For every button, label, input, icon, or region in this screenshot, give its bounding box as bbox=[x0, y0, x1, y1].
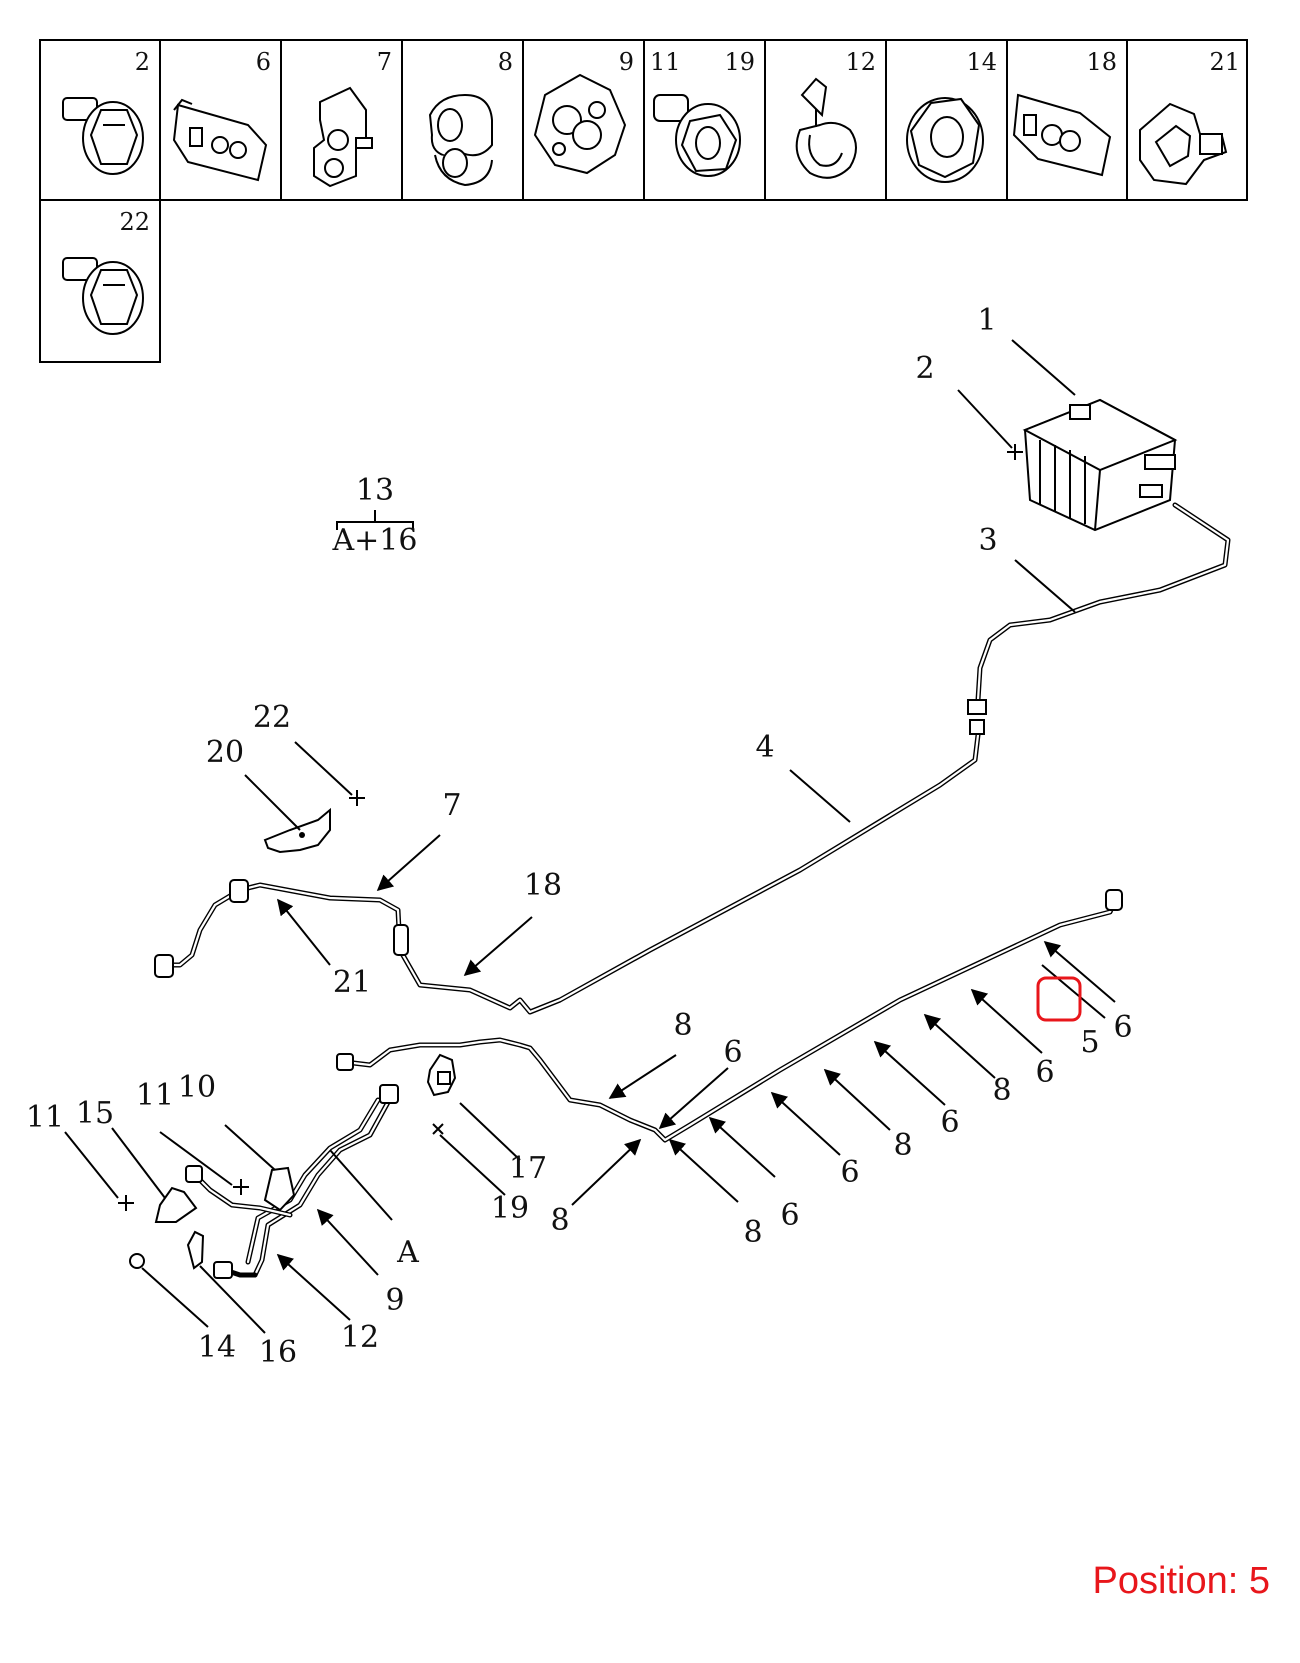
callout-15: 15 bbox=[76, 1096, 114, 1131]
vapor-line-4 bbox=[154, 699, 987, 1015]
double-clip-icon bbox=[428, 93, 493, 187]
callout-7: 7 bbox=[442, 788, 461, 823]
callout-10: 10 bbox=[178, 1070, 216, 1105]
vapor-line-3 bbox=[975, 502, 1231, 703]
cell-number-14: 14 bbox=[966, 48, 997, 76]
callout-22: 22 bbox=[253, 700, 291, 735]
fuel-line-5 bbox=[336, 889, 1123, 1143]
snap-clip-icon bbox=[795, 77, 857, 179]
sensor-16 bbox=[186, 1230, 205, 1270]
callout-1: 1 bbox=[977, 303, 996, 338]
charcoal-canister bbox=[1022, 398, 1178, 532]
cell-number-19: 19 bbox=[724, 48, 755, 76]
clip-17 bbox=[426, 1053, 457, 1097]
bracket-20 bbox=[263, 807, 331, 854]
parts-table-row2-frame bbox=[39, 199, 161, 363]
callout-4: 4 bbox=[755, 730, 774, 765]
callout-18: 18 bbox=[524, 868, 562, 903]
cell-number-22: 22 bbox=[119, 208, 150, 236]
cell-number-11: 11 bbox=[650, 48, 681, 76]
callout-6: 6 bbox=[723, 1035, 742, 1070]
callout-11: 11 bbox=[26, 1100, 64, 1135]
cell-number-21: 21 bbox=[1209, 48, 1240, 76]
callout-5: 5 bbox=[1080, 1025, 1099, 1060]
pipe-clamp-icon bbox=[313, 86, 373, 188]
callout-8: 8 bbox=[743, 1215, 762, 1250]
hex-nut-icon bbox=[906, 97, 984, 183]
callout-16: 16 bbox=[259, 1335, 297, 1370]
cell-number-8: 8 bbox=[498, 48, 513, 76]
multi-pipe-holder-icon bbox=[533, 73, 627, 175]
pipe-clip-icon bbox=[172, 98, 268, 182]
pipe-clip-icon bbox=[1012, 93, 1112, 177]
stud-bolt-icon bbox=[653, 94, 741, 177]
callout-20: 20 bbox=[206, 735, 244, 770]
cell-number-18: 18 bbox=[1086, 48, 1117, 76]
cell-number-9: 9 bbox=[619, 48, 634, 76]
bracket-15 bbox=[154, 1186, 198, 1223]
flange-bolt-icon bbox=[62, 97, 144, 175]
callout-21: 21 bbox=[333, 965, 371, 1000]
callout-8: 8 bbox=[992, 1073, 1011, 1108]
callout-3: 3 bbox=[978, 523, 997, 558]
cell-number-2: 2 bbox=[135, 48, 150, 76]
bracket-clip-icon bbox=[1139, 102, 1228, 186]
callout-17: 17 bbox=[509, 1151, 547, 1186]
callout-6: 6 bbox=[940, 1105, 959, 1140]
callout-19: 19 bbox=[491, 1191, 529, 1226]
callout-12: 12 bbox=[341, 1320, 379, 1355]
callout-11: 11 bbox=[136, 1078, 174, 1113]
callout-8: 8 bbox=[550, 1203, 569, 1238]
callout-14: 14 bbox=[198, 1330, 236, 1365]
callout-6: 6 bbox=[840, 1155, 859, 1190]
position-label: Position: 5 bbox=[1092, 1560, 1270, 1602]
cell-number-12: 12 bbox=[845, 48, 876, 76]
nut-14 bbox=[129, 1253, 145, 1269]
cell-number-7: 7 bbox=[377, 48, 392, 76]
group-label-13: 13 A+16 bbox=[332, 473, 418, 558]
callout-8: 8 bbox=[893, 1128, 912, 1163]
callout-6: 6 bbox=[780, 1198, 799, 1233]
highlight-box bbox=[1036, 976, 1082, 1022]
fastener-markers bbox=[118, 444, 1023, 1211]
callout-9: 9 bbox=[385, 1283, 404, 1318]
front-fuel-lines bbox=[185, 1084, 399, 1279]
bracket-10 bbox=[263, 1166, 296, 1212]
callout-6: 6 bbox=[1035, 1055, 1054, 1090]
line-connector bbox=[393, 924, 409, 956]
cell-number-6: 6 bbox=[256, 48, 271, 76]
callout-6: 6 bbox=[1113, 1010, 1132, 1045]
leader-lines bbox=[64, 339, 1116, 1334]
group-formula: A+16 bbox=[332, 523, 418, 558]
callout-A: A bbox=[396, 1235, 419, 1270]
parts-table: 2 6 7 8 9 11 19 12 14 18 21 22 bbox=[39, 39, 1248, 363]
group-number: 13 bbox=[356, 473, 394, 508]
callout-2: 2 bbox=[915, 351, 934, 386]
callout-8: 8 bbox=[673, 1008, 692, 1043]
flange-bolt-icon bbox=[62, 257, 144, 335]
callouts: 1 2 3 4 5 6 6 6 6 6 6 7 8 8 8 8 8 9 10 1… bbox=[26, 303, 1133, 1370]
